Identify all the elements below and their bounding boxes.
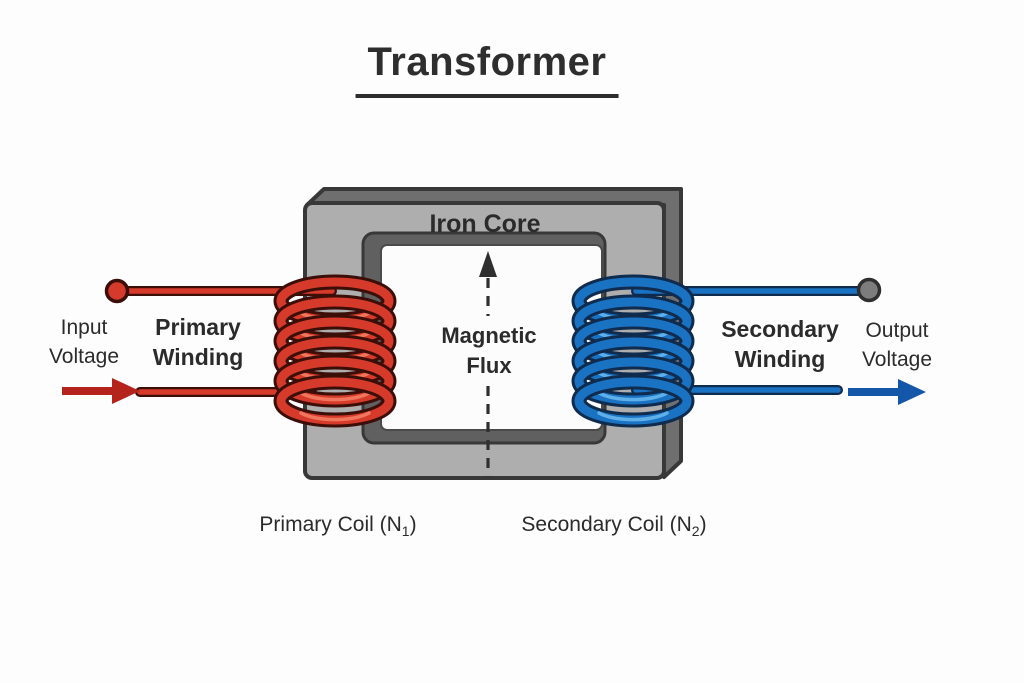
input-arrow-icon	[62, 378, 140, 404]
output-arrow-icon	[848, 379, 926, 405]
secondary-winding-label: Secondary Winding	[721, 314, 839, 374]
primary-coil-caption-sub: 1	[401, 523, 410, 540]
secondary-coil-caption-suffix: )	[699, 513, 707, 536]
secondary-winding-line2: Winding	[734, 346, 826, 372]
primary-coil-caption: Primary Coil (N1)	[259, 510, 416, 546]
output-voltage-label: Output Voltage	[862, 316, 932, 374]
secondary-coil-caption-sub: 2	[691, 523, 700, 540]
secondary-winding-line1: Secondary	[721, 316, 839, 342]
iron-core-label: Iron Core	[429, 210, 541, 238]
primary-winding-label: Primary Winding	[153, 312, 243, 372]
flux-arrowhead-icon	[479, 251, 497, 277]
input-voltage-line2: Voltage	[48, 345, 120, 368]
primary-coil-caption-text: Primary Coil (N	[259, 513, 402, 536]
input-voltage-label: Input Voltage	[49, 313, 119, 371]
input-voltage-line1: Input	[60, 316, 108, 339]
primary-winding-line2: Winding	[152, 344, 244, 370]
output-terminal	[856, 277, 882, 303]
magnetic-flux-line2: Flux	[466, 353, 512, 378]
magnetic-flux-arrow	[479, 251, 497, 477]
input-terminal	[104, 278, 130, 304]
primary-winding-line1: Primary	[155, 314, 241, 340]
output-voltage-line1: Output	[865, 319, 929, 342]
primary-coil-caption-suffix: )	[409, 513, 417, 536]
magnetic-flux-line1: Magnetic	[441, 323, 537, 348]
secondary-coil-caption: Secondary Coil (N2)	[521, 510, 706, 546]
secondary-coil-caption-text: Secondary Coil (N	[521, 513, 692, 536]
magnetic-flux-label: Magnetic Flux	[441, 321, 536, 381]
page-title: Transformer	[355, 40, 619, 98]
output-voltage-line2: Voltage	[861, 348, 933, 371]
